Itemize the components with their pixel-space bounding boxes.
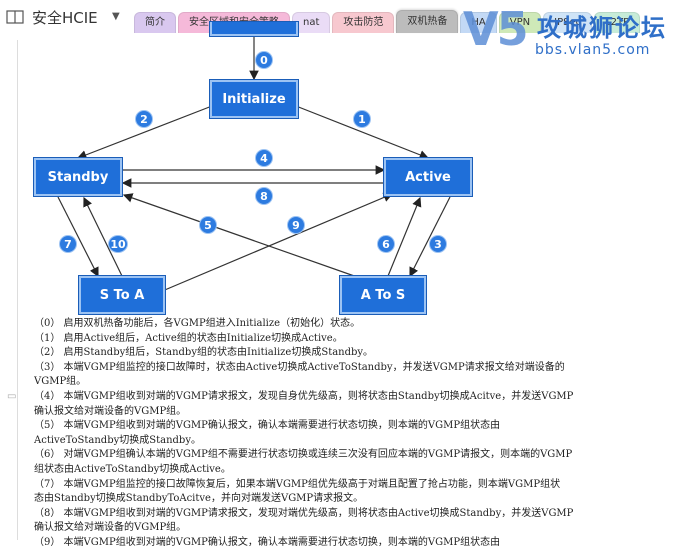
- transition-label-1: 1: [353, 110, 371, 128]
- note-line: 确认报文给对端设备的VGMP组。: [34, 522, 187, 534]
- state-initialize: Initialize: [210, 80, 298, 118]
- tab-7[interactable]: IPSec: [543, 12, 593, 33]
- note-line: 确认报文给对端设备的VGMP组。: [34, 405, 187, 417]
- page-margin-line: [17, 40, 18, 540]
- transition-label-9: 9: [287, 216, 305, 234]
- site-watermark-logo: V5 攻城狮论坛 bbs.vlan5.com: [463, 2, 673, 64]
- note-line: （0） 启用双机热备功能后，各VGMP组进入Initialize（初始化）状态。: [34, 318, 361, 329]
- note-line: 态由Standby切换成StandbyToAcitve，并向对端发送VGMP请求…: [34, 493, 364, 505]
- state-a-to-s: A To S: [340, 276, 426, 314]
- tab-6[interactable]: VPN: [498, 12, 542, 33]
- note-line: ActiveToStandby切换成Standby。: [34, 434, 201, 446]
- logo-name: 攻城狮论坛: [537, 14, 667, 42]
- arrow-6: [387, 196, 422, 277]
- paragraph-handle-icon[interactable]: ▭: [7, 391, 17, 402]
- note-line: （6） 对端VGMP组确认本端的VGMP组不需要进行状态切换或连续三次没有回应本…: [34, 449, 573, 461]
- transition-notes: （0） 启用双机热备功能后，各VGMP组进入Initialize（初始化）状态。…: [34, 317, 674, 551]
- state-active: Active: [384, 158, 472, 196]
- logo-mark: V5: [463, 2, 529, 56]
- tab-8[interactable]: L2TP: [594, 12, 641, 33]
- logo-url: bbs.vlan5.com: [535, 42, 651, 58]
- tab-4[interactable]: 双机热备: [396, 10, 459, 33]
- tab-0[interactable]: 简介: [134, 12, 176, 33]
- tab-3[interactable]: 攻击防范: [332, 12, 395, 33]
- notebook-title[interactable]: 安全HCIE: [32, 9, 98, 27]
- transition-label-0: 0: [255, 51, 273, 69]
- transition-label-8: 8: [255, 187, 273, 205]
- arrow-5: [122, 193, 361, 279]
- chevron-down-icon[interactable]: ▼: [112, 11, 120, 22]
- note-line: （7） 本端VGMP组监控的接口故障恢复后，如果本端VGMP组优先级高于对端且配…: [34, 478, 561, 490]
- state-standby: Standby: [34, 158, 122, 196]
- arrow-10: [83, 196, 123, 277]
- arrow-1: [295, 105, 430, 160]
- notebook-header: 安全HCIE ▼ 简介安全区域和安全策略nat攻击防范双机热备HAVPNIPSe…: [0, 0, 681, 58]
- transition-label-3: 3: [429, 235, 447, 253]
- transition-label-6: 6: [377, 235, 395, 253]
- note-line: （9） 本端VGMP组收到对端的VGMP确认报文，确认本端需要进行状态切换，则本…: [34, 536, 501, 548]
- transition-label-4: 4: [255, 149, 273, 167]
- arrow-9: [159, 192, 394, 293]
- transition-label-7: 7: [59, 235, 77, 253]
- transition-label-5: 5: [199, 216, 217, 234]
- note-line: （4） 本端VGMP组收到对端的VGMP请求报文，发现自身优先级高，则将状态由S…: [34, 390, 574, 402]
- note-line: （8） 本端VGMP组收到对端的VGMP请求报文，发现对端优先级高，则将状态由A…: [34, 507, 574, 519]
- arrow-2: [76, 105, 213, 160]
- note-line: 组状态由ActiveToStandby切换成Active。: [34, 463, 231, 475]
- vgmp-state-diagram: Initialize Standby Active S To A A To S …: [34, 22, 472, 314]
- transition-label-2: 2: [135, 110, 153, 128]
- state-cut-off: [210, 22, 298, 36]
- note-line: VGMP组。: [34, 376, 87, 388]
- arrow-7: [57, 196, 99, 278]
- arrow-3: [409, 196, 451, 278]
- note-line: （2） 启用Standby组后，Standby组的状态由Initialize切换…: [34, 347, 374, 359]
- note-line: （5） 本端VGMP组收到对端的VGMP确认报文，确认本端需要进行状态切换，则本…: [34, 420, 501, 432]
- notebook-icon[interactable]: [6, 10, 24, 24]
- transition-arrows: [57, 36, 451, 293]
- note-line: （3） 本端VGMP组监控的接口故障时，状态由Active切换成ActiveTo…: [34, 361, 565, 373]
- transition-label-10: 10: [108, 235, 128, 253]
- state-s-to-a: S To A: [79, 276, 165, 314]
- note-line: （1） 启用Active组后，Active组的状态由Initialize切换成A…: [34, 332, 343, 344]
- tab-5[interactable]: HA: [460, 12, 497, 33]
